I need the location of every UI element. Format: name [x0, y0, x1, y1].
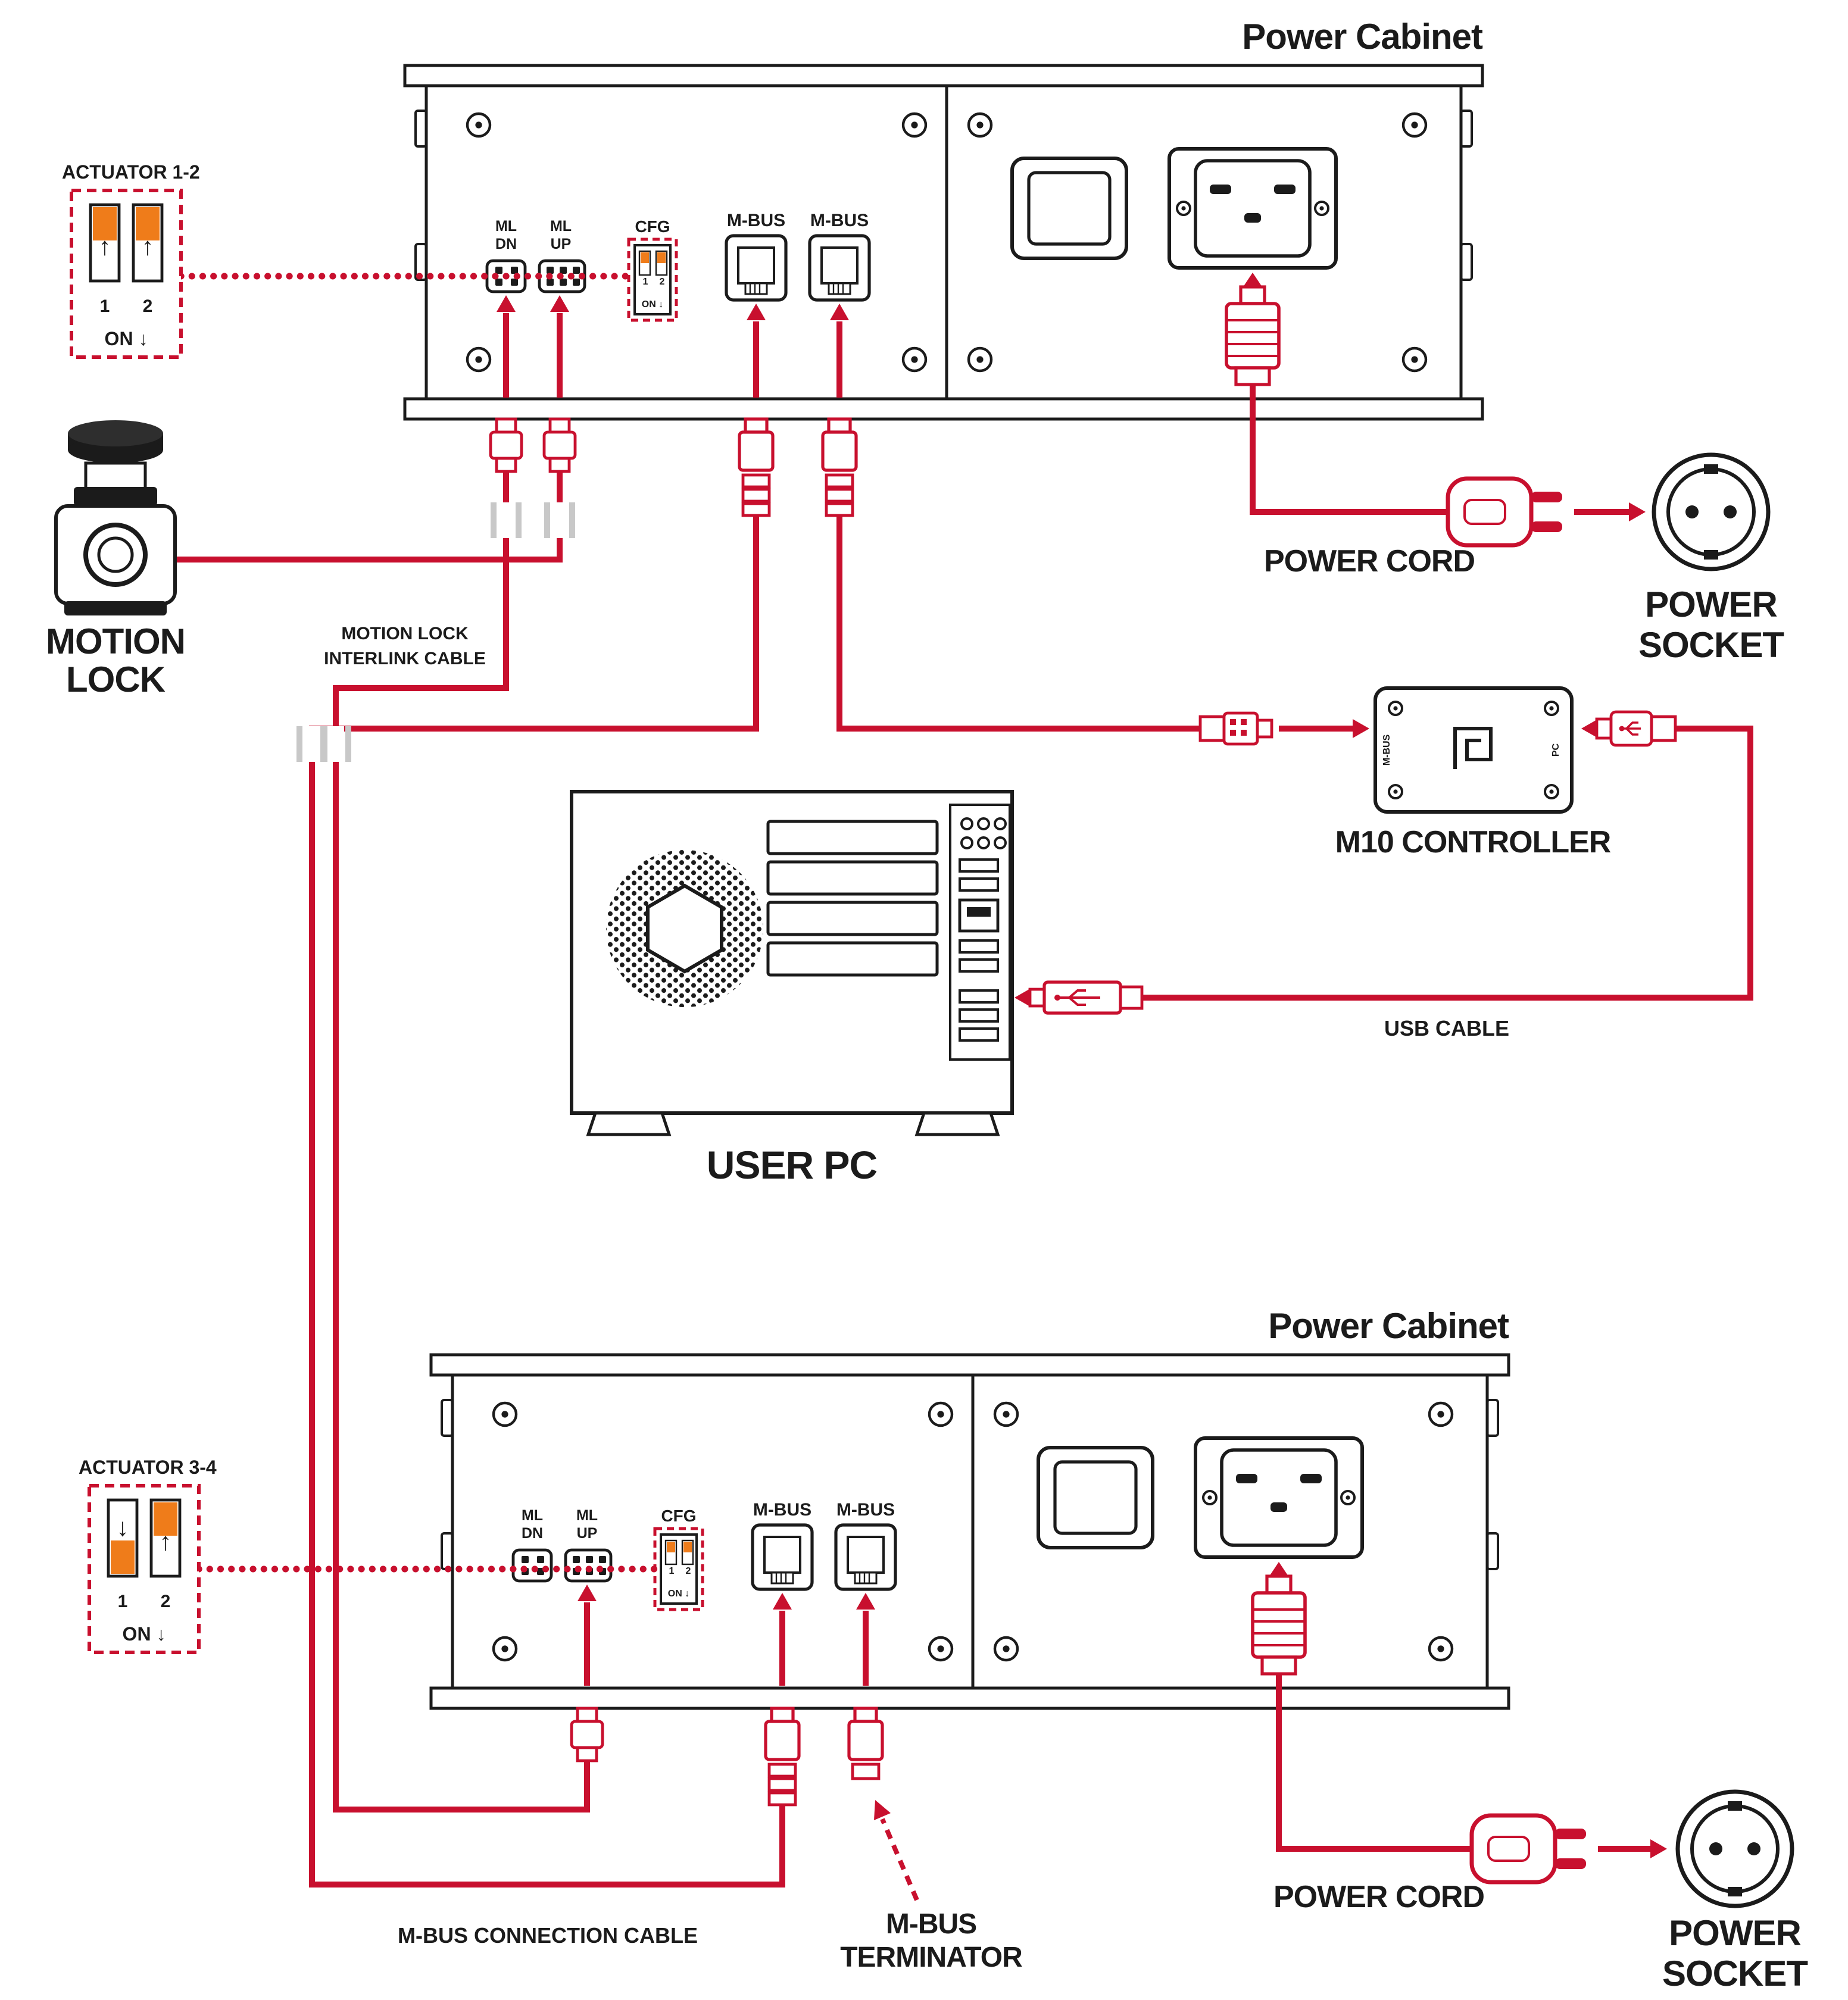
power-socket-bottom-label-1: POWER [1669, 1913, 1801, 1953]
usb-cable-label: USB CABLE [1384, 1016, 1509, 1040]
dip-on-label: ON ↓ [105, 328, 148, 349]
mbus-terminator-label-2: TERMINATOR [840, 1942, 1022, 1973]
actuator-1-2-title: ACTUATOR 1-2 [62, 161, 200, 183]
motion-lock-label-1: MOTION [46, 621, 185, 661]
wire-power-cord-top [1250, 385, 1448, 515]
interlink-cable-label-1: MOTION LOCK [341, 624, 469, 643]
ml-up-plug-top [544, 419, 575, 471]
wire-motion-lock-interlink-cable [333, 471, 590, 1812]
wire-usb-cable [1142, 726, 1753, 1001]
fan-hub-hexagon [646, 883, 723, 974]
power-socket-bottom [1678, 1792, 1792, 1906]
mbus-connection-cable-label: M-BUS CONNECTION CABLE [398, 1923, 698, 1948]
terminator-pointer-arrowhead [874, 1800, 891, 1820]
actuator-1-2-dip: ACTUATOR 1-2 ↑ ↑ 1 2 ON ↓ [62, 161, 200, 359]
cables [175, 273, 1753, 1888]
power-socket-top-label-2: SOCKET [1638, 625, 1784, 665]
usb-port [959, 989, 999, 1004]
wire-mbus-connection-cable [309, 515, 785, 1888]
m10-controller: M-BUS PC [1373, 686, 1574, 814]
dip-number-1: 1 [118, 1592, 128, 1611]
wire-motion-lock-to-ml-up [175, 471, 563, 562]
wire-mbus-to-m10 [836, 515, 1200, 732]
switch-1-arrow: ↑ [99, 232, 111, 260]
m10-controller-label: M10 CONTROLLER [1335, 825, 1611, 860]
pc-foot [914, 1111, 1000, 1136]
usb-a-plug [1028, 980, 1144, 1015]
usb-port [959, 1008, 999, 1023]
dip-number-2: 2 [143, 296, 153, 316]
power-cord-bottom-label: POWER CORD [1273, 1880, 1484, 1914]
user-pc [570, 790, 1014, 1136]
switch-2-arrow: ↑ [142, 232, 154, 260]
actuator-3-4-dip: ACTUATOR 3-4 ↓ ↑ 1 2 ON ↓ [79, 1457, 217, 1654]
interlink-cable-label-2: INTERLINK CABLE [324, 649, 486, 668]
m10-mbus-plug [1198, 711, 1273, 746]
port-arrows [497, 295, 875, 1686]
actuator-3-4-title: ACTUATOR 3-4 [79, 1457, 217, 1478]
wire-power-cord-bottom [1276, 1674, 1472, 1852]
mini-usb-plug [1595, 710, 1677, 747]
mbus-plug-top-1 [739, 419, 773, 515]
drive-bays [766, 820, 939, 977]
dip-number-1: 1 [100, 296, 110, 316]
motion-lock-button [54, 420, 177, 615]
power-cord-top-label: POWER CORD [1264, 544, 1475, 579]
power-socket-top [1654, 455, 1768, 569]
pc-foot [586, 1111, 672, 1136]
power-socket-top-label-1: POWER [1645, 585, 1777, 624]
m10-logo-icon [1453, 727, 1493, 769]
ml-dn-plug-top [491, 419, 522, 471]
motion-lock-label-2: LOCK [66, 660, 166, 699]
mbus-terminator-plug [849, 1708, 882, 1779]
ml-up-plug-bottom [572, 1708, 603, 1761]
switch-4-arrow: ↑ [160, 1527, 172, 1555]
bottom-power-cabinet [431, 1306, 1509, 1708]
user-pc-label: USER PC [707, 1143, 877, 1187]
power-socket-bottom-label-2: SOCKET [1662, 1954, 1808, 1993]
mbus-terminator-label-1: M-BUS [886, 1908, 976, 1940]
terminator-pointer-arrow [880, 1818, 919, 1901]
dip-number-2: 2 [161, 1592, 171, 1611]
dip-on-label: ON ↓ [123, 1623, 166, 1645]
switch-3-arrow: ↓ [117, 1513, 129, 1541]
mb us-plug-bottom-1 [766, 1708, 799, 1805]
m10-mbus-port-label: M-BUS [1382, 734, 1392, 765]
io-panel [949, 804, 1011, 1061]
top-power-cabinet [405, 17, 1483, 419]
m10-pc-port-label: PC [1551, 743, 1561, 757]
mbus-plug-top-2 [823, 419, 856, 515]
